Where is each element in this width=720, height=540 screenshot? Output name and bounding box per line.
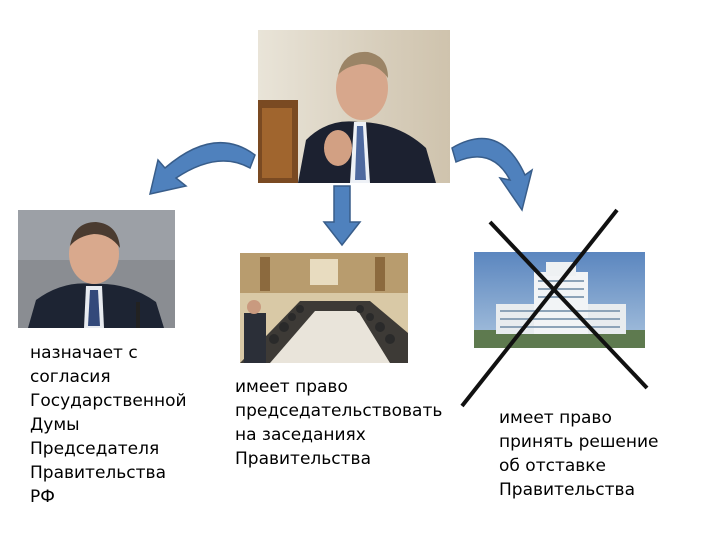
curved-arrow-left (148, 142, 256, 195)
government-meeting-photo (240, 253, 408, 363)
president-photo (258, 30, 450, 183)
white-house-building-photo (474, 252, 645, 348)
left-caption: назначает с согласия Государственной Дум… (30, 343, 187, 507)
right-caption: имеет право принять решение об отставке … (499, 408, 659, 500)
down-arrow-center (322, 185, 362, 247)
curved-arrow-right (451, 137, 534, 212)
center-caption: имеет право председательствовать на засе… (235, 377, 443, 469)
prime-minister-photo (18, 210, 175, 328)
